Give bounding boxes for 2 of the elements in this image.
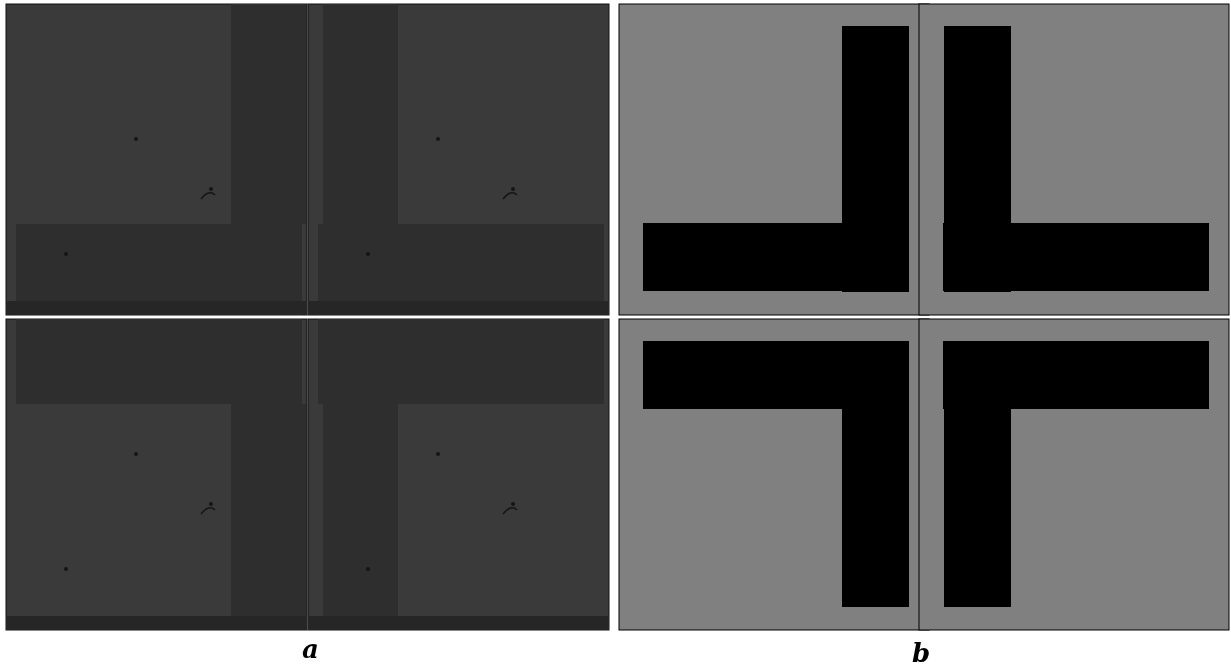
panel-label: a [302, 634, 319, 664]
panel-label: b [912, 638, 931, 668]
